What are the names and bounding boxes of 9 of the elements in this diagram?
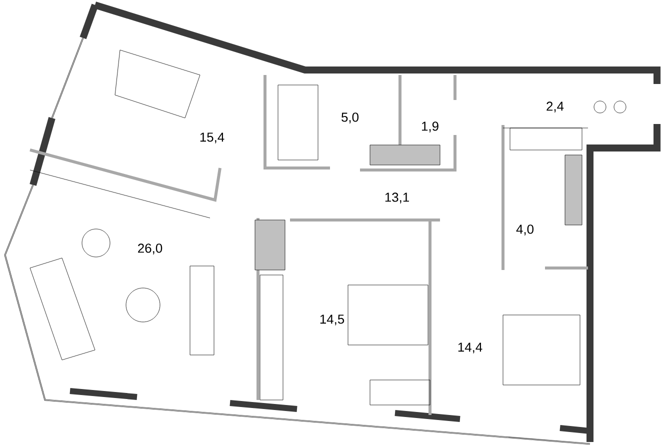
area-label: 13,1 [385, 192, 409, 204]
area-label: 15,4 [200, 132, 224, 144]
area-label: 14,4 [458, 342, 482, 354]
area-label: 26,0 [138, 244, 162, 254]
area-label: 4,0 [516, 224, 534, 236]
area-label: 14,5 [320, 314, 344, 326]
area-label: 2,4 [546, 102, 564, 112]
area-label: 1,9 [422, 122, 438, 132]
area-label: 5,0 [342, 112, 358, 124]
